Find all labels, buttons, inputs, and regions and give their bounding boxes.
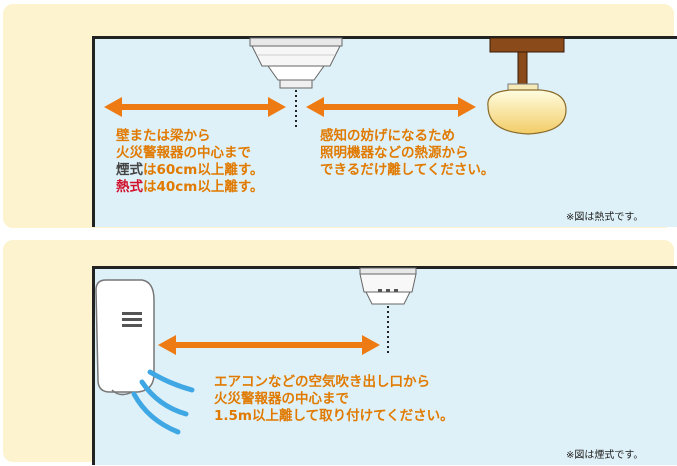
bottom-figure-note: ※図は煙式です。 bbox=[566, 450, 644, 461]
heat-source-text: 感知の妨げになるため 照明機器などの熱源から できるだけ離してください。 bbox=[320, 128, 494, 179]
text-line: できるだけ離してください。 bbox=[320, 162, 495, 178]
heat-type-label: 熱式 bbox=[116, 179, 143, 195]
air-conditioner-icon bbox=[95, 279, 155, 396]
clearance-arrow-lamp bbox=[306, 97, 476, 117]
text-line: 火災警報器の中心まで bbox=[116, 145, 251, 161]
clearance-arrow-aircon bbox=[158, 335, 380, 355]
text-line: エアコンなどの空気吹き出し口から bbox=[214, 374, 430, 390]
smoke-detector-icon bbox=[359, 267, 417, 305]
text-line: 感知の妨げになるため bbox=[320, 128, 455, 144]
smoke-type-rule: は60cm以上離す。 bbox=[143, 162, 264, 178]
airflow-icon bbox=[131, 369, 195, 435]
text-line: 照明機器などの熱源から bbox=[320, 145, 469, 161]
text-line: 1.5m以上離して取り付けてください。 bbox=[214, 408, 454, 424]
heat-type-rule: は40cm以上離す。 bbox=[143, 179, 264, 195]
text-line: 煙式は60cm以上離す。 bbox=[116, 162, 264, 179]
text-line: 火災警報器の中心まで bbox=[214, 391, 349, 407]
text-line: 熱式は40cm以上離す。 bbox=[116, 179, 264, 196]
room-top bbox=[92, 36, 677, 227]
clearance-arrow-wall bbox=[104, 97, 286, 117]
top-figure-note: ※図は熱式です。 bbox=[566, 212, 644, 223]
smoke-type-label: 煙式 bbox=[116, 162, 143, 178]
wall-distance-text: 壁または梁から 火災警報器の中心まで 煙式は60cm以上離す。 熱式は40cm以… bbox=[116, 128, 264, 196]
ceiling-lamp-icon bbox=[487, 37, 567, 135]
text-line: 壁または梁から bbox=[116, 128, 211, 144]
heat-detector-icon bbox=[249, 37, 343, 89]
aircon-distance-text: エアコンなどの空気吹き出し口から 火災警報器の中心まで 1.5m以上離して取り付… bbox=[214, 374, 454, 425]
